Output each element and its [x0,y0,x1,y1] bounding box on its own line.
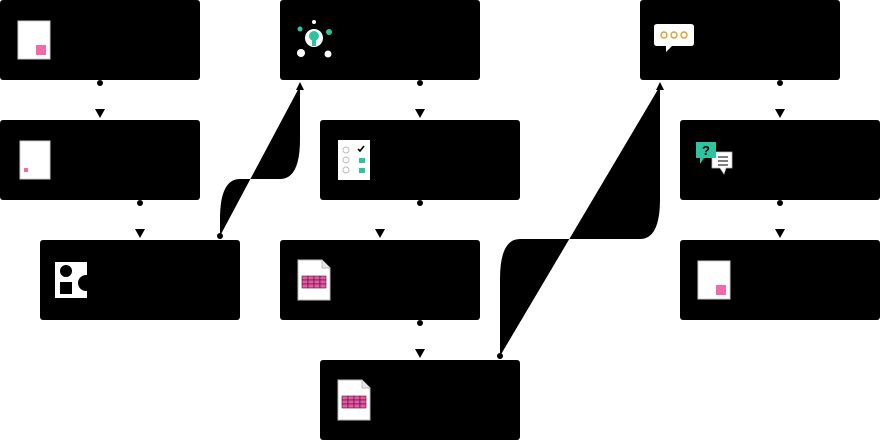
edge-8-start-dot [777,80,783,86]
edge-7-band [500,86,660,356]
node-1[interactable] [0,0,200,80]
node-4[interactable] [280,0,480,80]
edge-2-start-dot [137,200,143,206]
question-chat-icon: ? [696,142,733,175]
shapes-icon [55,262,94,298]
svg-text:?: ? [702,143,710,158]
edge-4-start-dot [417,80,423,86]
edge-4-arrowhead [415,109,425,118]
node-3[interactable] [40,240,240,320]
edge-1-start-dot [97,80,103,86]
edge-7-start-dot [497,353,503,359]
edge-8-arrowhead [775,109,785,118]
spreadsheet-icon [337,379,371,421]
edge-1-arrowhead [95,109,105,118]
edge-3-band [220,86,300,236]
edge-9-start-dot [777,200,783,206]
edge-3-start-dot [217,233,223,239]
edge-7-arrowhead [656,82,664,90]
chat-bubble-icon [654,24,694,52]
document-small-icon [19,140,51,180]
edge-5-start-dot [417,200,423,206]
node-2[interactable] [0,120,200,200]
node-8[interactable] [640,0,840,80]
edge-9-arrowhead [775,229,785,238]
document-pink-icon [697,260,731,300]
node-9[interactable]: ? [680,120,880,200]
node-6[interactable] [280,240,480,320]
node-7[interactable] [320,360,520,440]
idea-network-icon [297,20,332,58]
edge-3-arrowhead [296,82,304,90]
edge-6-arrowhead [415,349,425,358]
edge-6-start-dot [417,320,423,326]
edge-5-arrowhead [375,229,385,238]
node-5[interactable] [320,120,520,200]
checklist-icon [338,140,370,180]
document-pink-icon [17,20,51,60]
node-10[interactable] [680,240,880,320]
edge-2-arrowhead [135,229,145,238]
spreadsheet-icon [297,259,331,301]
